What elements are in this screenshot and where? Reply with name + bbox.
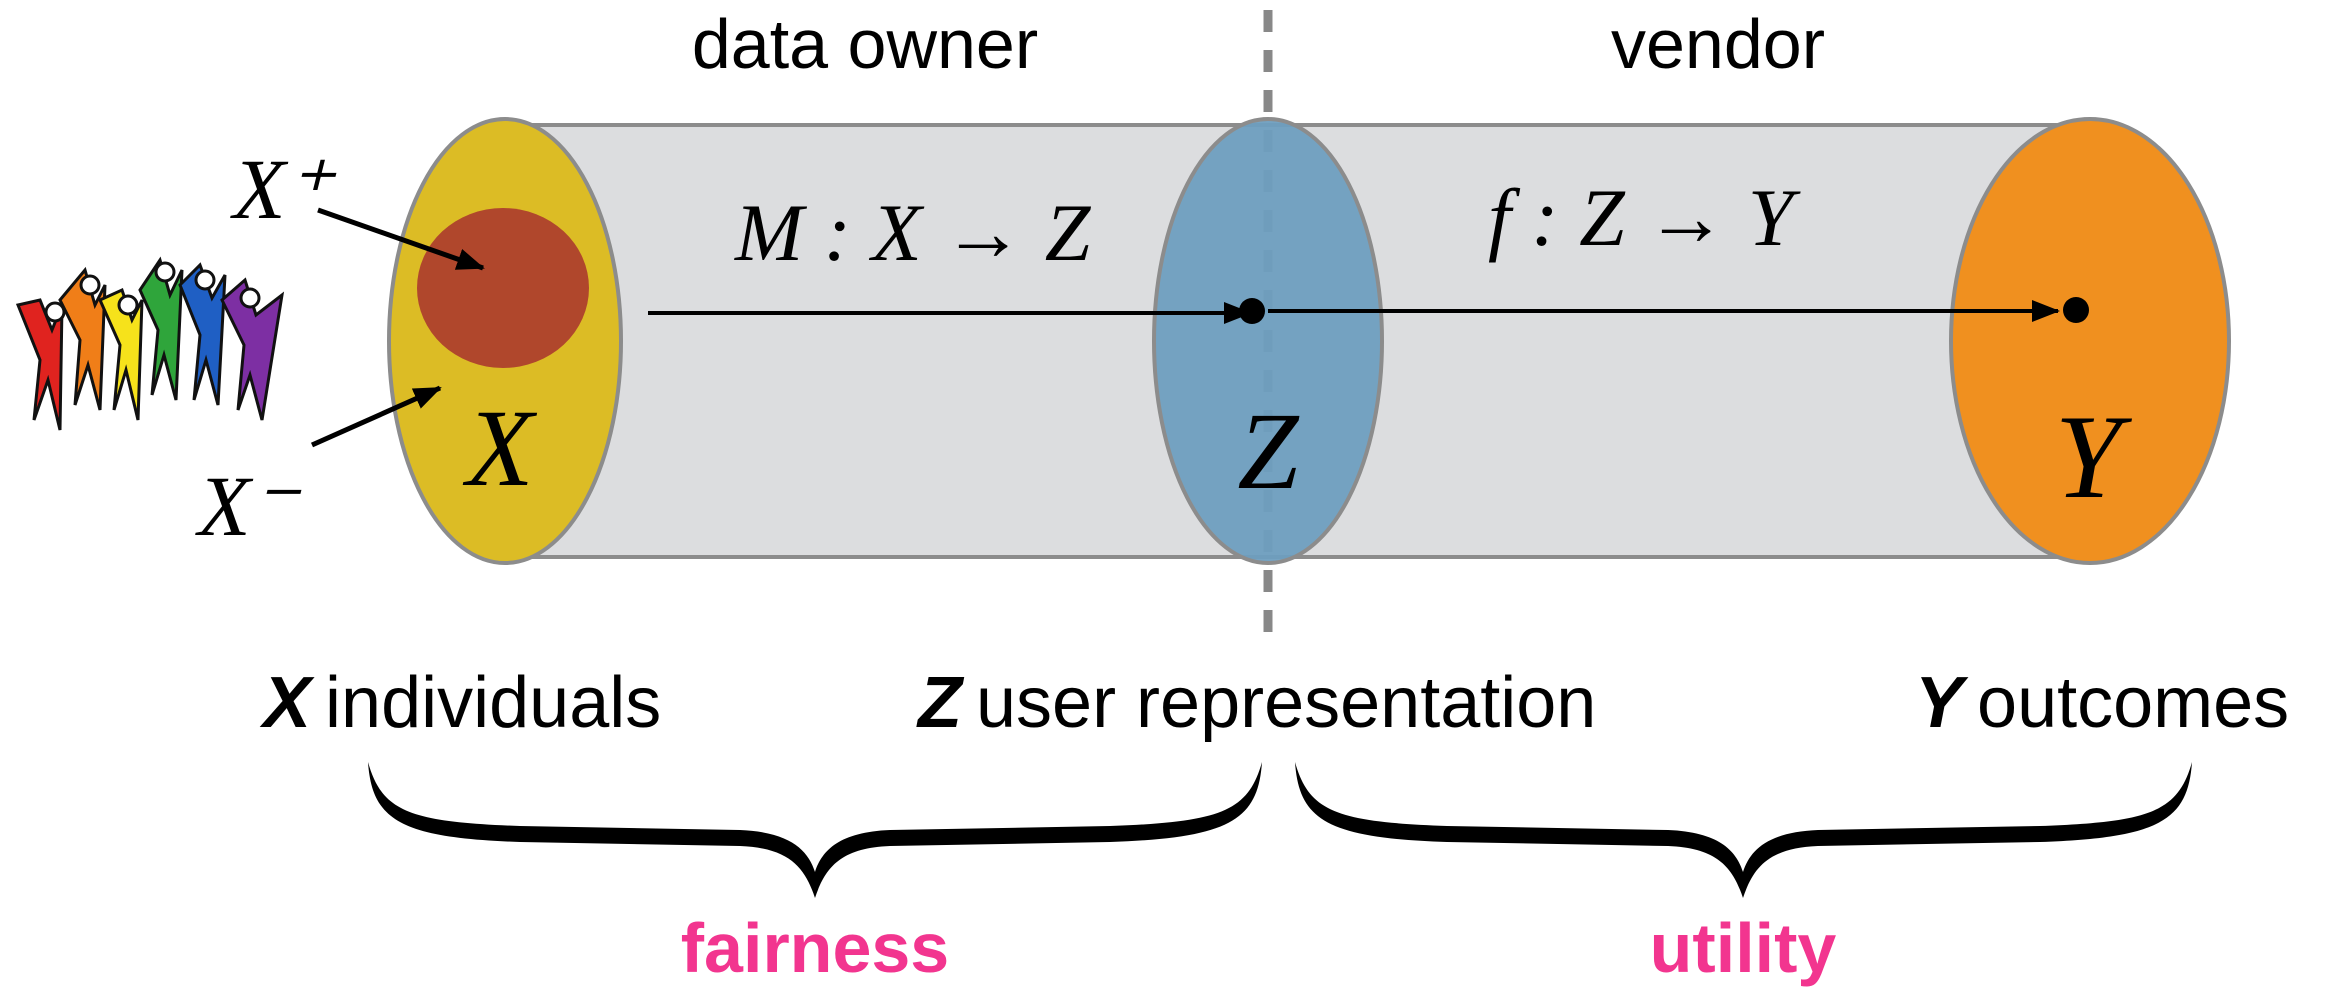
x-plus-pointer [317, 207, 485, 271]
y-set-ellipse [1949, 117, 2231, 565]
x-plus-subset [417, 208, 589, 368]
x-minus-label: X⁻ [195, 458, 302, 554]
x-minus-pointer [310, 385, 442, 448]
x-caption-text: individuals [325, 663, 661, 743]
encoder-map-label: M : X → Z [734, 187, 1092, 278]
y-caption-symbol: Y [1915, 663, 1969, 743]
fairness-label: fairness [681, 909, 949, 987]
fairness-brace [368, 762, 1262, 898]
utility-brace [1295, 762, 2192, 898]
z-set-label: Z [1237, 390, 1300, 512]
data-owner-label: data owner [692, 5, 1038, 83]
x-caption-symbol: X [259, 663, 315, 743]
y-set-label: Y [2055, 390, 2133, 523]
utility-label: utility [1650, 909, 1837, 987]
z-point [1239, 298, 1265, 324]
z-caption-symbol: Z [916, 663, 965, 743]
x-plus-label: X⁺ [230, 141, 337, 237]
z-set-ellipse [1152, 117, 1384, 565]
rainbow-people-icon [10, 250, 300, 435]
y-caption-text: outcomes [1977, 663, 2289, 743]
y-point [2063, 297, 2089, 323]
x-set-label: X [462, 387, 537, 509]
predictor-map-label: f : Z → Y [1488, 172, 1801, 263]
z-caption-text: user representation [976, 663, 1596, 743]
vendor-label: vendor [1611, 5, 1825, 83]
